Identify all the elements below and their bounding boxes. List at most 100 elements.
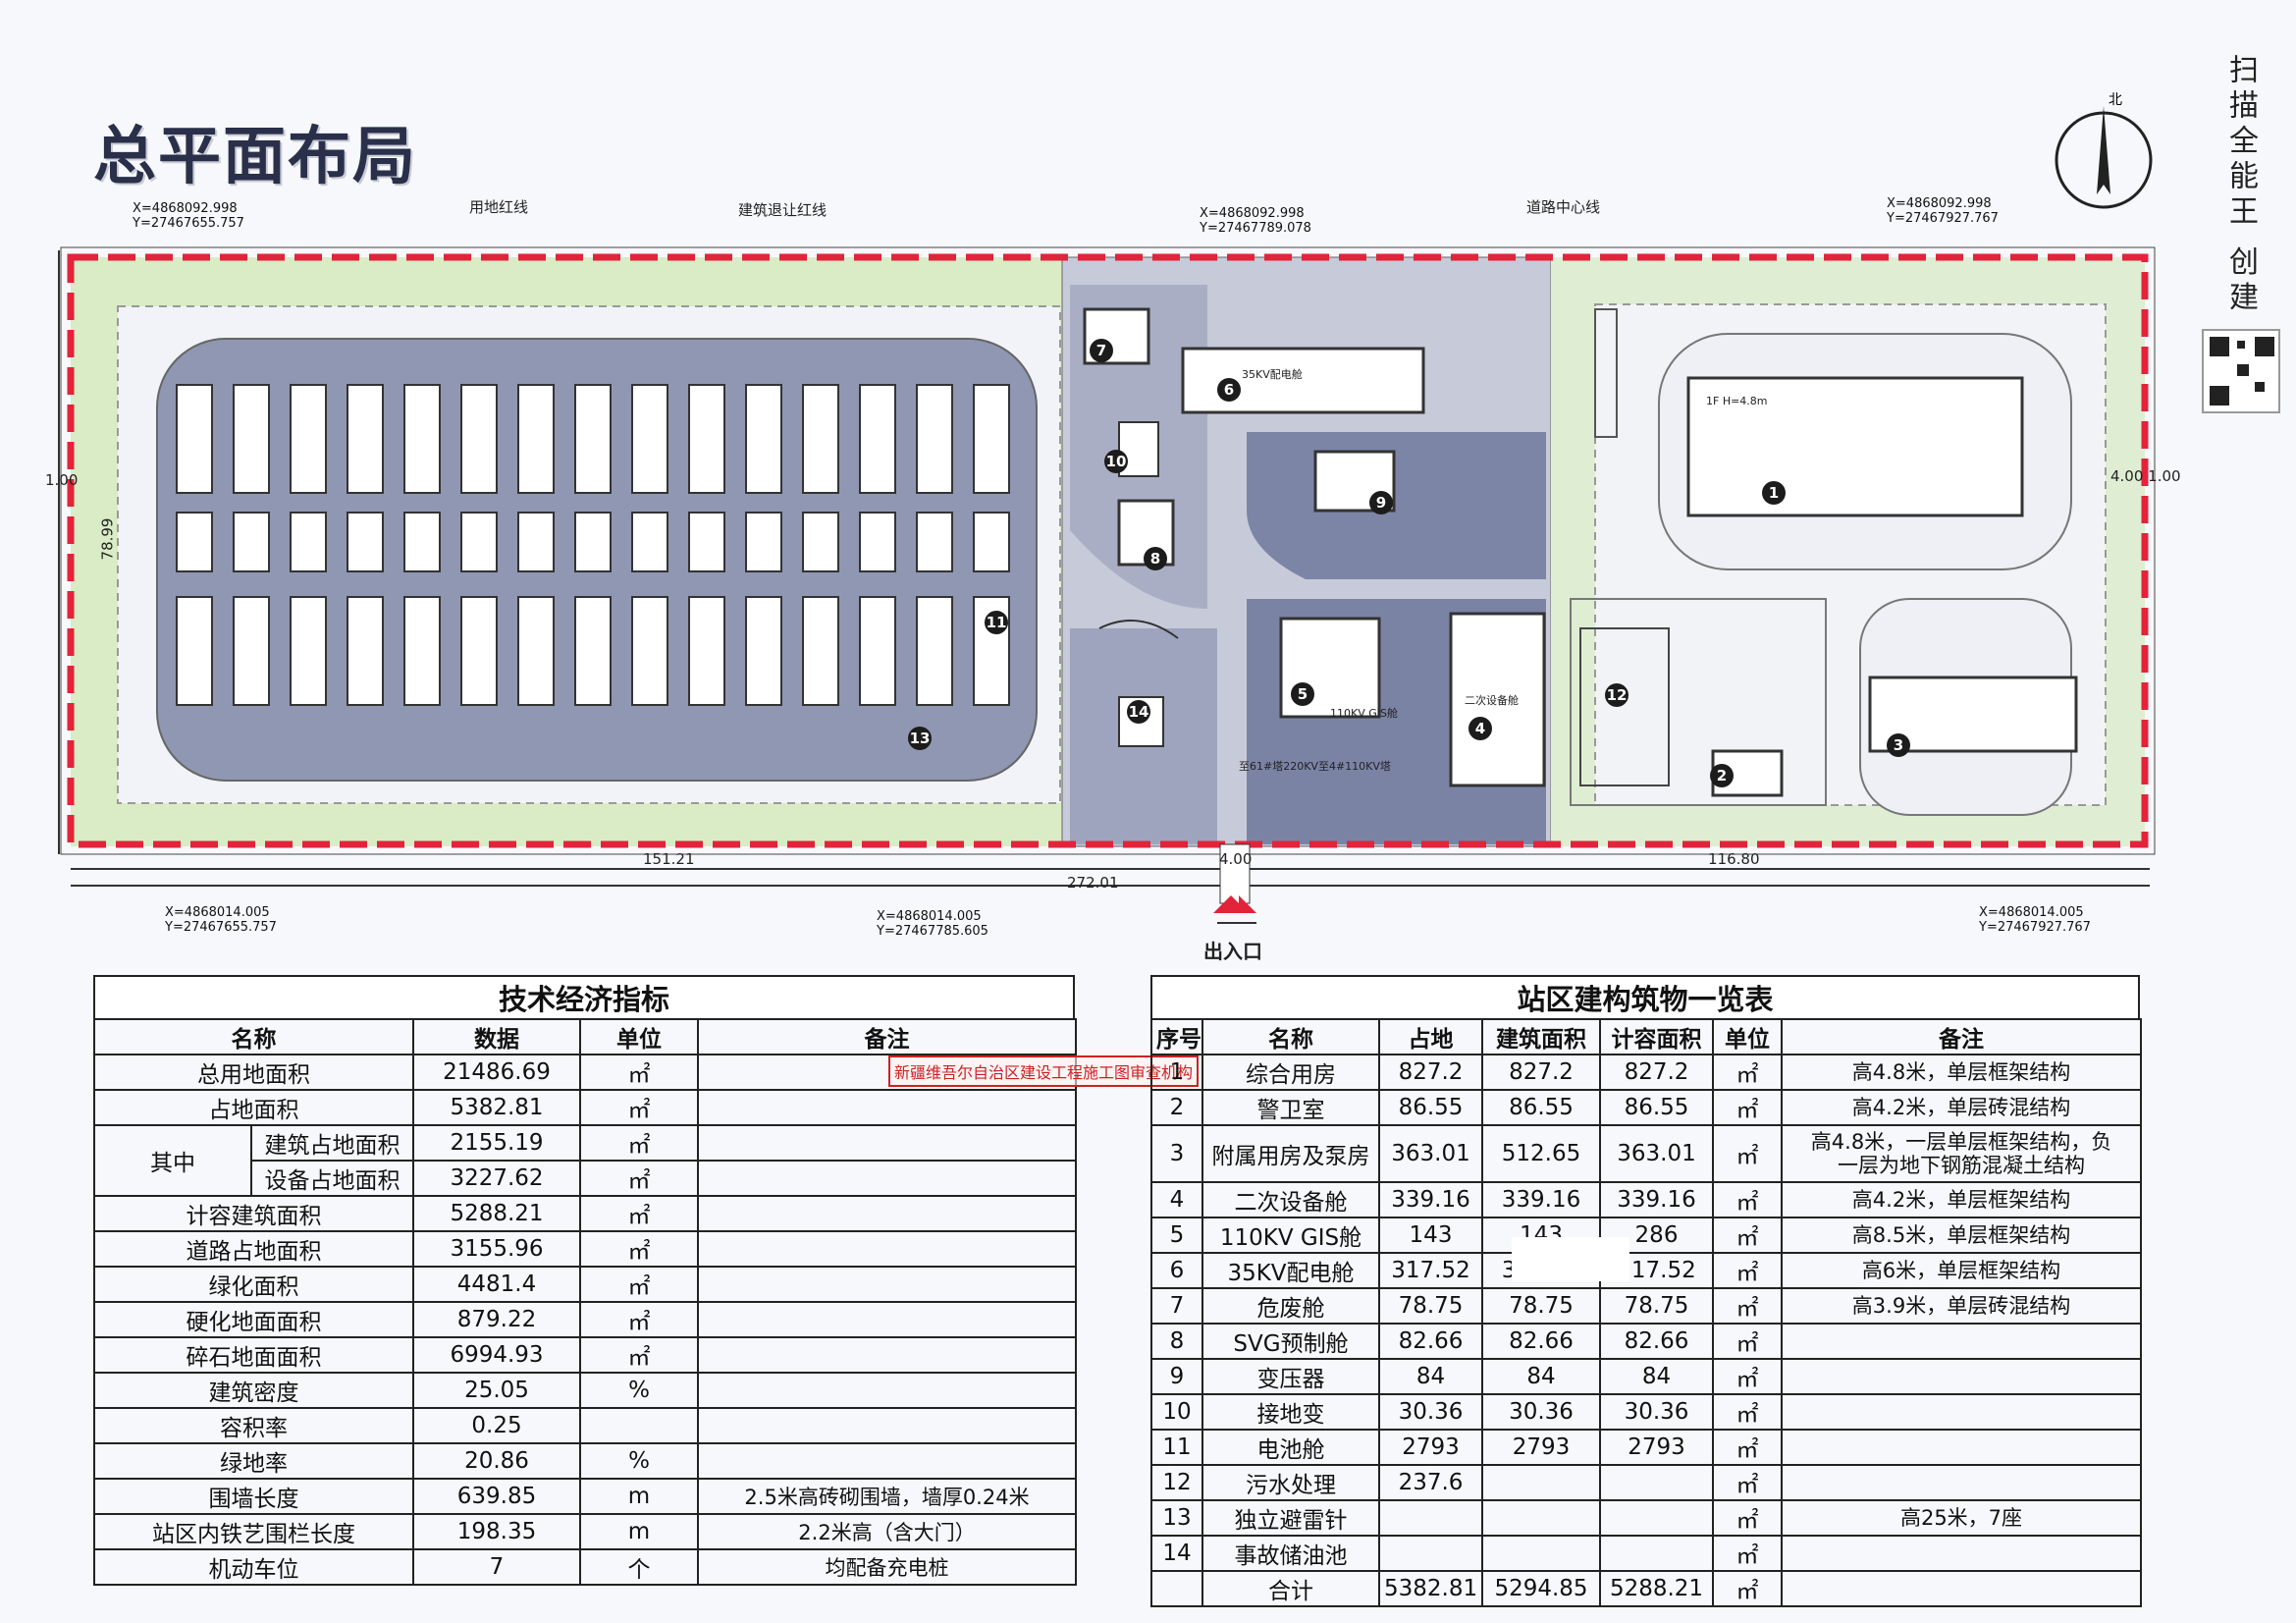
building-4 xyxy=(1449,612,1546,787)
t1-cell-remark xyxy=(697,1195,1077,1232)
t1-cell-name: 建筑占地面积 xyxy=(250,1124,414,1162)
building-label-6: 35KV配电舱 xyxy=(1242,368,1303,381)
t2-cell xyxy=(1378,1535,1483,1572)
t2-cell: 84 xyxy=(1378,1358,1483,1395)
equipment-block xyxy=(347,512,384,572)
t2-cell xyxy=(1599,1464,1714,1501)
t1-cell-remark xyxy=(697,1372,1077,1409)
t1-cell-remark xyxy=(697,1089,1077,1126)
equipment-block xyxy=(859,512,896,572)
equipment-block xyxy=(973,384,1010,494)
t2-cell: 11 xyxy=(1150,1429,1203,1466)
t2-cell: 30.36 xyxy=(1599,1393,1714,1431)
equipment-block xyxy=(403,596,441,706)
equipment-block xyxy=(916,512,953,572)
t2-cell: 事故储油池 xyxy=(1201,1535,1380,1572)
t1-cell-unit: ㎡ xyxy=(579,1124,699,1162)
t2-cell xyxy=(1781,1429,2142,1466)
t1-cell-remark xyxy=(697,1230,1077,1268)
tech-econ-title: 技术经济指标 xyxy=(93,975,1075,1018)
t2-cell xyxy=(1481,1499,1601,1537)
t2-cell: 变压器 xyxy=(1201,1358,1380,1395)
t2-cell: 1 xyxy=(1150,1054,1203,1091)
t2-cell: 污水处理 xyxy=(1201,1464,1380,1501)
t2-cell: ㎡ xyxy=(1712,1181,1783,1218)
t1-cell-unit: ㎡ xyxy=(579,1230,699,1268)
t1-cell-value: 198.35 xyxy=(412,1513,581,1550)
t1-cell-value: 25.05 xyxy=(412,1372,581,1409)
building-label-1: 1F H=4.8m xyxy=(1706,395,1768,407)
t1-cell-remark: 2.5米高砖砌围墙，墙厚0.24米 xyxy=(697,1478,1077,1515)
t2-header: 备注 xyxy=(1781,1018,2142,1055)
equipment-block xyxy=(745,596,782,706)
t2-cell: ㎡ xyxy=(1712,1464,1783,1501)
building-label-gis-note: 至61#塔220KV至4#110KV塔 xyxy=(1239,760,1391,773)
stamp: 新疆维吾尔自治区建设工程施工图审查机构 xyxy=(888,1055,1200,1087)
structures-title: 站区建构筑物一览表 xyxy=(1150,975,2140,1018)
t1-header-remark: 备注 xyxy=(697,1018,1077,1055)
t2-cell: 82.66 xyxy=(1378,1323,1483,1360)
t1-cell-value: 21486.69 xyxy=(412,1054,581,1091)
equipment-block xyxy=(460,512,498,572)
badge-3: 3 xyxy=(1887,733,1910,757)
t2-cell: 827.2 xyxy=(1481,1054,1601,1091)
dim-site-depth: 78.99 xyxy=(98,517,117,561)
t1-cell-remark xyxy=(697,1407,1077,1444)
t1-cell-unit: ㎡ xyxy=(579,1054,699,1091)
badge-10: 10 xyxy=(1104,450,1128,473)
equipment-block xyxy=(176,596,213,706)
equipment-block xyxy=(347,596,384,706)
t2-cell: 8 xyxy=(1150,1323,1203,1360)
t2-header: 名称 xyxy=(1201,1018,1380,1055)
t2-cell: 高4.2米，单层框架结构 xyxy=(1781,1181,2142,1218)
t1-cell-value: 639.85 xyxy=(412,1478,581,1515)
equipment-block xyxy=(176,384,213,494)
t2-cell: ㎡ xyxy=(1712,1358,1783,1395)
t2-cell: 高6米，单层框架结构 xyxy=(1781,1252,2142,1289)
t2-cell: 2793 xyxy=(1481,1429,1601,1466)
equipment-block xyxy=(688,384,725,494)
t2-cell: 363.01 xyxy=(1378,1124,1483,1183)
t2-cell: 84 xyxy=(1481,1358,1601,1395)
t2-cell: 接地变 xyxy=(1201,1393,1380,1431)
t1-header-unit: 单位 xyxy=(579,1018,699,1055)
equipment-block xyxy=(574,384,612,494)
equipment-block xyxy=(460,596,498,706)
building-12 xyxy=(1579,627,1670,786)
equipment-block xyxy=(233,384,270,494)
t2-cell: 827.2 xyxy=(1599,1054,1714,1091)
t1-cell-unit: m xyxy=(579,1478,699,1515)
t2-cell: 附属用房及泵房 xyxy=(1201,1124,1380,1183)
north-arrow-icon: 北 xyxy=(2055,92,2153,209)
t2-cell: 35KV配电舱 xyxy=(1201,1252,1380,1289)
dim-total-length: 272.01 xyxy=(1067,874,1119,892)
t2-header: 占地 xyxy=(1378,1018,1483,1055)
t1-cell-name: 设备占地面积 xyxy=(250,1160,414,1197)
t2-cell: ㎡ xyxy=(1712,1287,1783,1325)
t1-cell-unit xyxy=(579,1407,699,1444)
t2-cell: 78.75 xyxy=(1378,1287,1483,1325)
equipment-block xyxy=(688,596,725,706)
dim-left-offset: 1.00 xyxy=(45,471,79,489)
t2-cell: 30.36 xyxy=(1378,1393,1483,1431)
equipment-block xyxy=(233,512,270,572)
t2-cell: 9 xyxy=(1150,1358,1203,1395)
badge-12: 12 xyxy=(1605,683,1629,707)
t2-cell: 3 xyxy=(1150,1124,1203,1183)
t2-cell: 7 xyxy=(1150,1287,1203,1325)
t1-cell-remark xyxy=(697,1160,1077,1197)
t2-cell: 高4.8米，一层单层框架结构，负一层为地下钢筋混凝土结构 xyxy=(1781,1124,2142,1183)
